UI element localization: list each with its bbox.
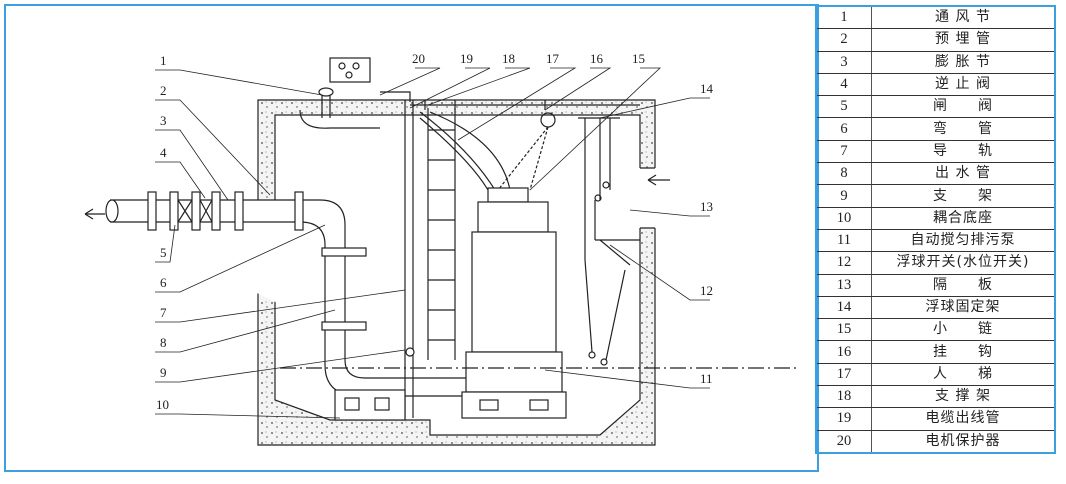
callout-5: 5 <box>160 245 167 260</box>
part-number: 2 <box>816 28 872 52</box>
callout-6: 6 <box>160 275 167 290</box>
part-name: 出 水 管 <box>871 162 1055 186</box>
callout-9: 9 <box>160 365 167 380</box>
callout-15: 15 <box>632 51 645 66</box>
part-number: 8 <box>816 162 872 186</box>
part-name: 浮球固定架 <box>871 296 1055 320</box>
part-name: 电机保护器 <box>871 430 1055 454</box>
part-number: 19 <box>816 407 872 431</box>
callout-1: 1 <box>160 53 167 68</box>
part-name: 弯 管 <box>871 117 1055 141</box>
part-number: 3 <box>816 51 872 74</box>
callout-17: 17 <box>546 51 559 66</box>
callout-8: 8 <box>160 335 167 350</box>
part-number: 20 <box>816 430 872 454</box>
part-number: 7 <box>816 140 872 164</box>
part-name: 预 埋 管 <box>871 28 1055 52</box>
callout-11: 11 <box>700 371 713 386</box>
callout-18: 18 <box>502 51 515 66</box>
guide-rail <box>404 100 414 418</box>
drawing-frame <box>4 4 819 472</box>
callout-2: 2 <box>160 83 167 98</box>
part-name: 闸 阀 <box>871 95 1055 119</box>
part-number: 13 <box>816 274 872 297</box>
part-name: 隔 板 <box>871 274 1055 297</box>
part-name: 通 风 节 <box>871 6 1055 30</box>
part-name: 膨 胀 节 <box>871 51 1055 74</box>
part-number: 18 <box>816 385 872 409</box>
part-number: 14 <box>816 296 872 320</box>
part-name: 支 撑 架 <box>871 385 1055 409</box>
part-number: 15 <box>816 318 872 342</box>
callout-20: 20 <box>412 51 425 66</box>
part-number: 9 <box>816 184 872 208</box>
part-number: 4 <box>816 73 872 97</box>
part-name: 挂 钩 <box>871 340 1055 364</box>
partition <box>594 200 640 266</box>
part-name: 人 梯 <box>871 363 1055 387</box>
part-name: 自动搅匀排污泵 <box>871 229 1055 253</box>
part-number: 1 <box>816 6 872 30</box>
part-number: 6 <box>816 117 872 141</box>
callout-12: 12 <box>700 283 713 298</box>
part-name: 浮球开关(水位开关) <box>871 251 1055 275</box>
callout-3: 3 <box>160 113 167 128</box>
callout-13: 13 <box>700 199 713 214</box>
part-name: 逆 止 阀 <box>871 73 1055 97</box>
callout-19: 19 <box>460 51 473 66</box>
pump <box>461 187 567 419</box>
part-number: 16 <box>816 340 872 364</box>
callout-7: 7 <box>160 305 167 320</box>
part-number: 11 <box>816 229 872 253</box>
part-name: 电缆出线管 <box>871 407 1055 431</box>
callout-10: 10 <box>156 397 169 412</box>
part-number: 17 <box>816 363 872 387</box>
part-name: 支 架 <box>871 184 1055 208</box>
part-number: 5 <box>816 95 872 119</box>
callout-4: 4 <box>160 145 167 160</box>
part-name: 耦合底座 <box>871 207 1055 230</box>
callout-16: 16 <box>590 51 603 66</box>
part-number: 12 <box>816 251 872 275</box>
float-frame <box>578 117 620 260</box>
coupling-base <box>334 389 406 421</box>
part-number: 10 <box>816 207 872 230</box>
part-name: 导 轨 <box>871 140 1055 164</box>
callout-14: 14 <box>700 81 713 96</box>
part-name: 小 链 <box>871 318 1055 342</box>
